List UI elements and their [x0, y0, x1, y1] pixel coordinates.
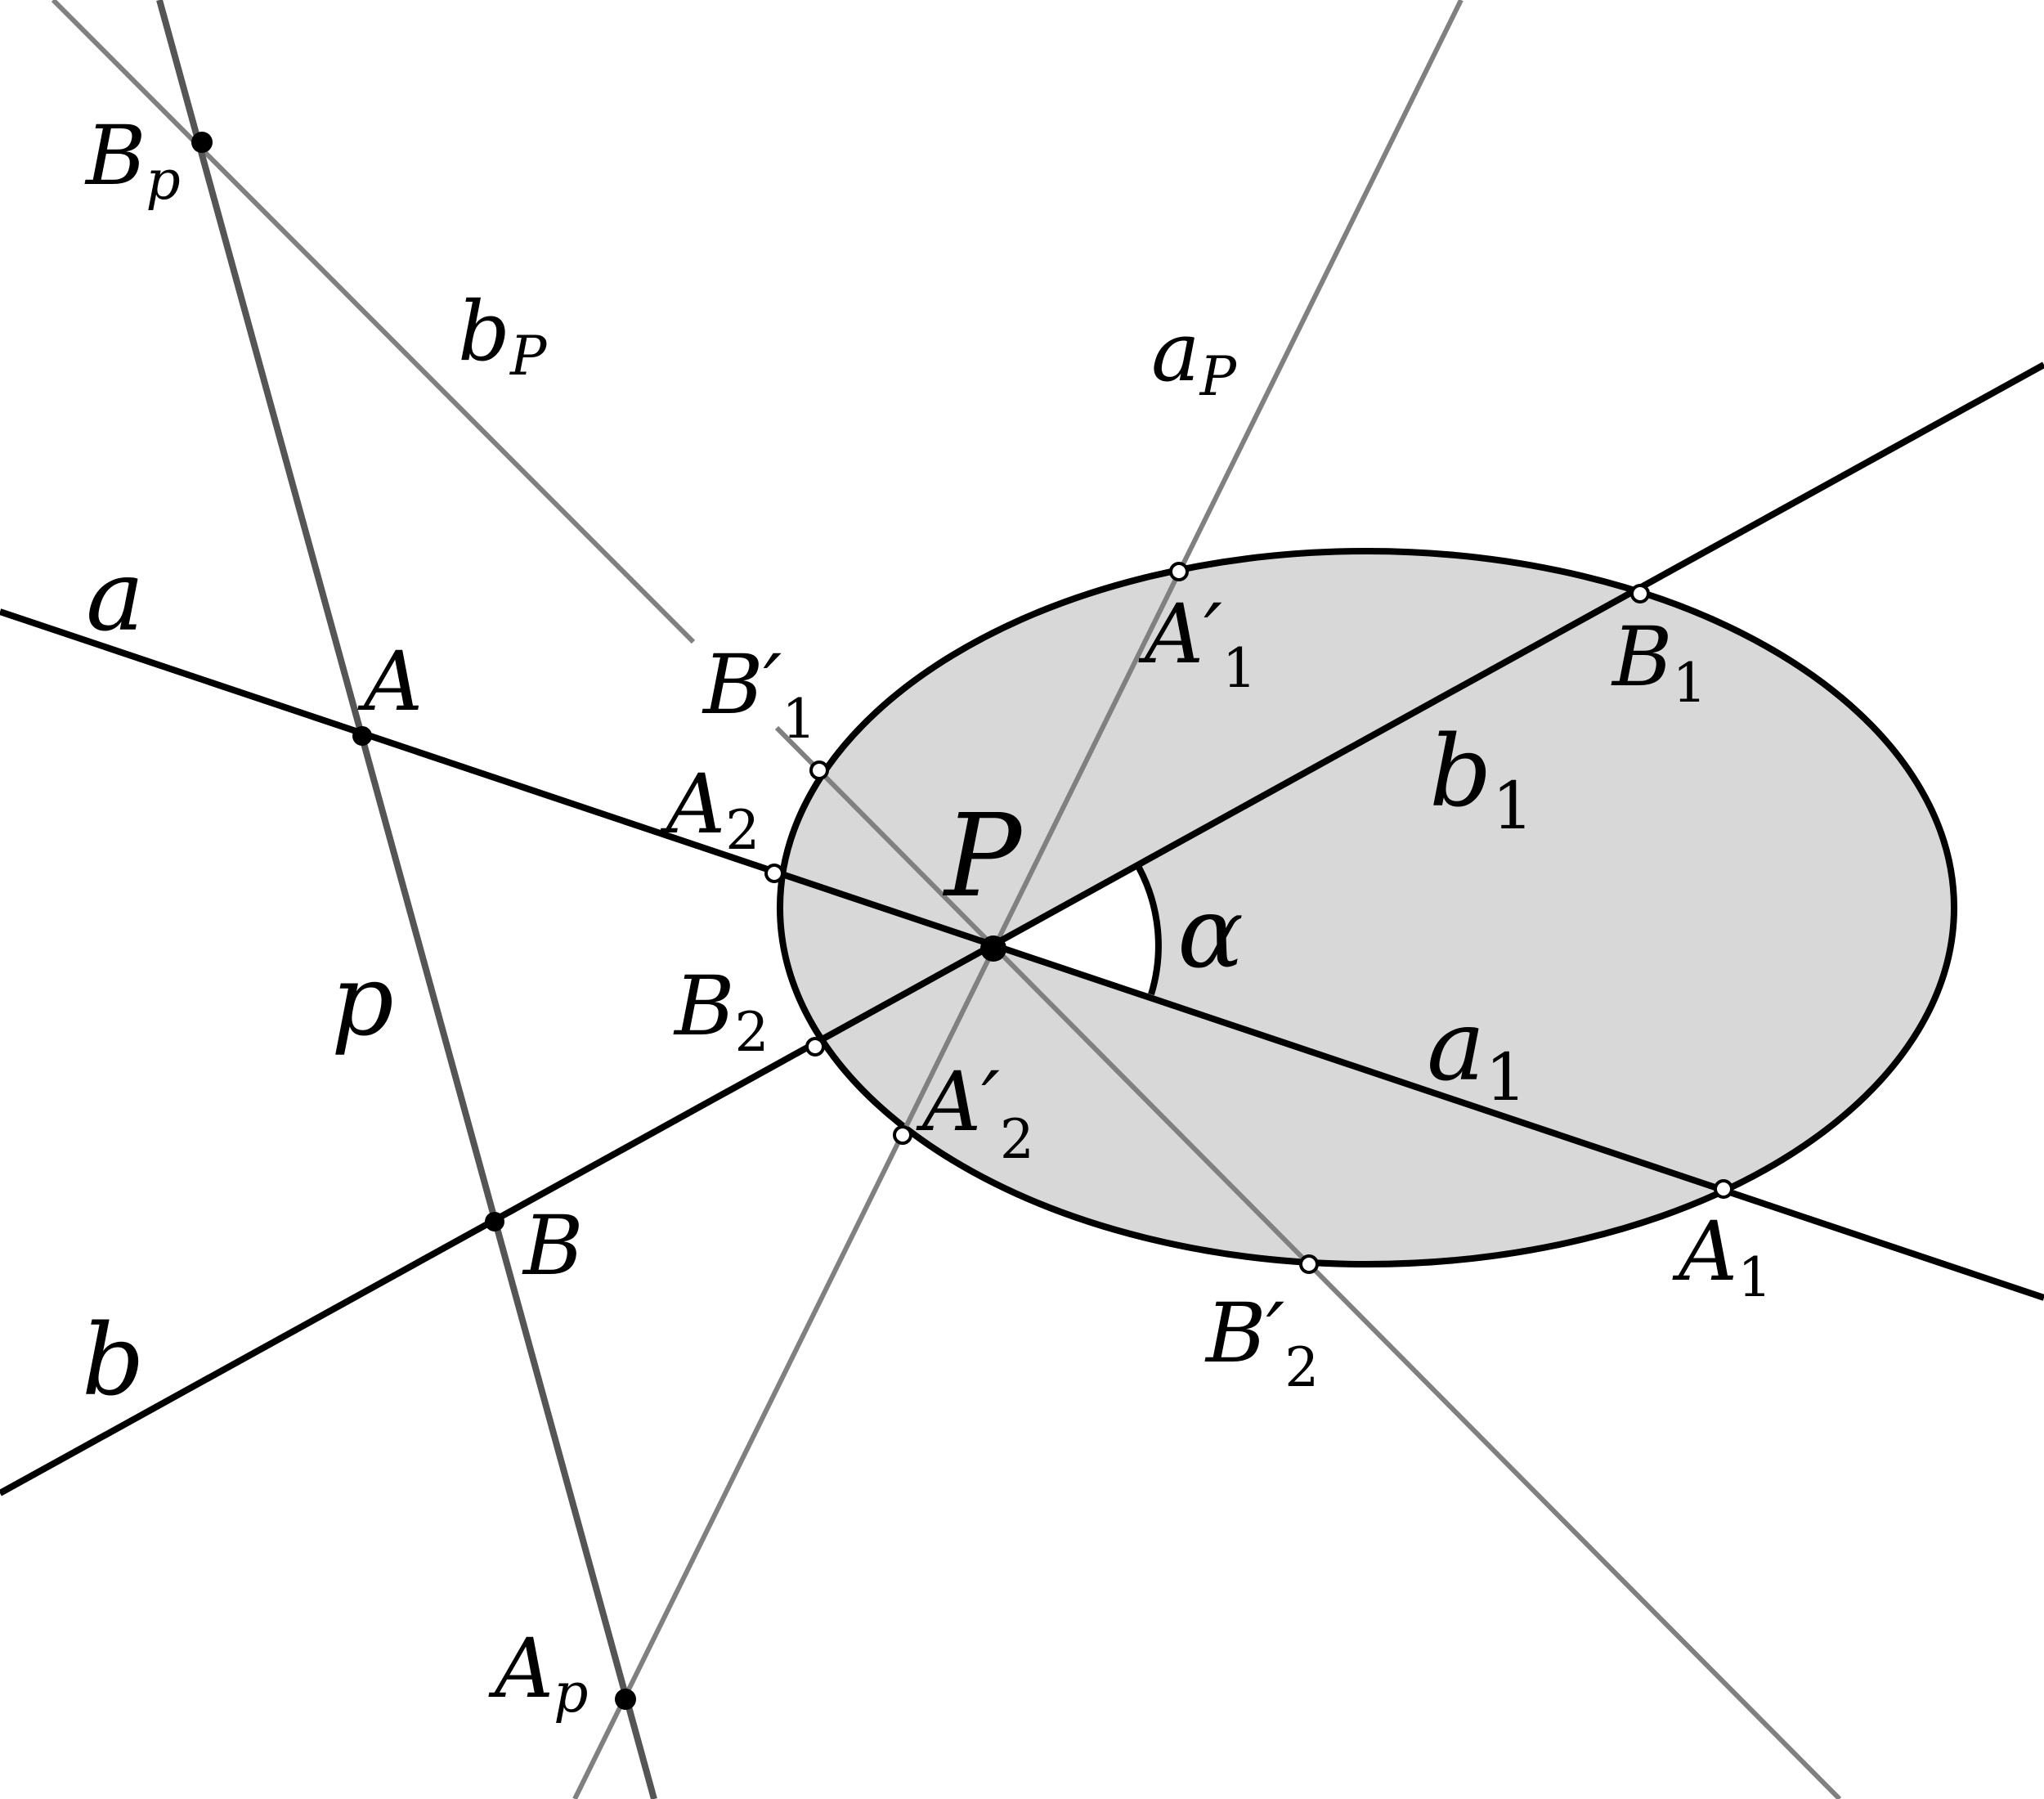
label-A2: A2 — [660, 756, 760, 862]
label-B: B — [522, 1198, 584, 1294]
label-A: A — [357, 634, 423, 729]
label-B1-prime: B′1 — [702, 637, 816, 751]
point-Ap — [615, 1689, 636, 1710]
label-p: p — [331, 944, 394, 1058]
label-a: a — [86, 540, 145, 653]
line-b — [0, 361, 2044, 1496]
label-P: P — [942, 790, 1024, 923]
label-a1: a1 — [1427, 989, 1526, 1115]
label-A1-prime: A′1 — [1138, 586, 1257, 700]
point-A — [352, 726, 372, 746]
label-B2: B2 — [673, 958, 769, 1064]
point-B1 — [1630, 584, 1650, 603]
point-B — [485, 1212, 504, 1231]
label-b1: b1 — [1429, 716, 1534, 844]
point-A1-prime — [1169, 562, 1189, 581]
label-Bp: Bp — [84, 108, 181, 212]
point-P — [980, 935, 1006, 962]
label-Ap: Ap — [488, 1621, 588, 1725]
label-aP: aP — [1151, 304, 1238, 408]
point-A2 — [764, 864, 784, 883]
label-alpha: α — [1177, 877, 1244, 990]
ellipse — [777, 548, 1957, 1267]
label-B2-prime: B′2 — [1204, 1285, 1319, 1399]
point-Bp — [191, 132, 213, 153]
label-B1: B1 — [1611, 609, 1707, 715]
label-bP: bP — [458, 284, 548, 388]
line-a-P — [572, 0, 1464, 1799]
angle-alpha-sector — [993, 868, 1159, 994]
angle-alpha-arc — [1136, 866, 1162, 996]
point-B2-prime — [1299, 1254, 1319, 1274]
line-a — [0, 608, 2044, 1301]
label-A2-prime: A′2 — [916, 1054, 1034, 1171]
point-A2-prime — [893, 1125, 912, 1145]
label-b: b — [82, 1304, 145, 1418]
label-A1: A1 — [1672, 1204, 1772, 1309]
line-b-P — [51, 0, 696, 644]
line-p — [156, 0, 657, 1799]
point-B2 — [805, 1037, 825, 1057]
point-B1-prime — [809, 760, 829, 780]
point-A1 — [1714, 1179, 1733, 1199]
